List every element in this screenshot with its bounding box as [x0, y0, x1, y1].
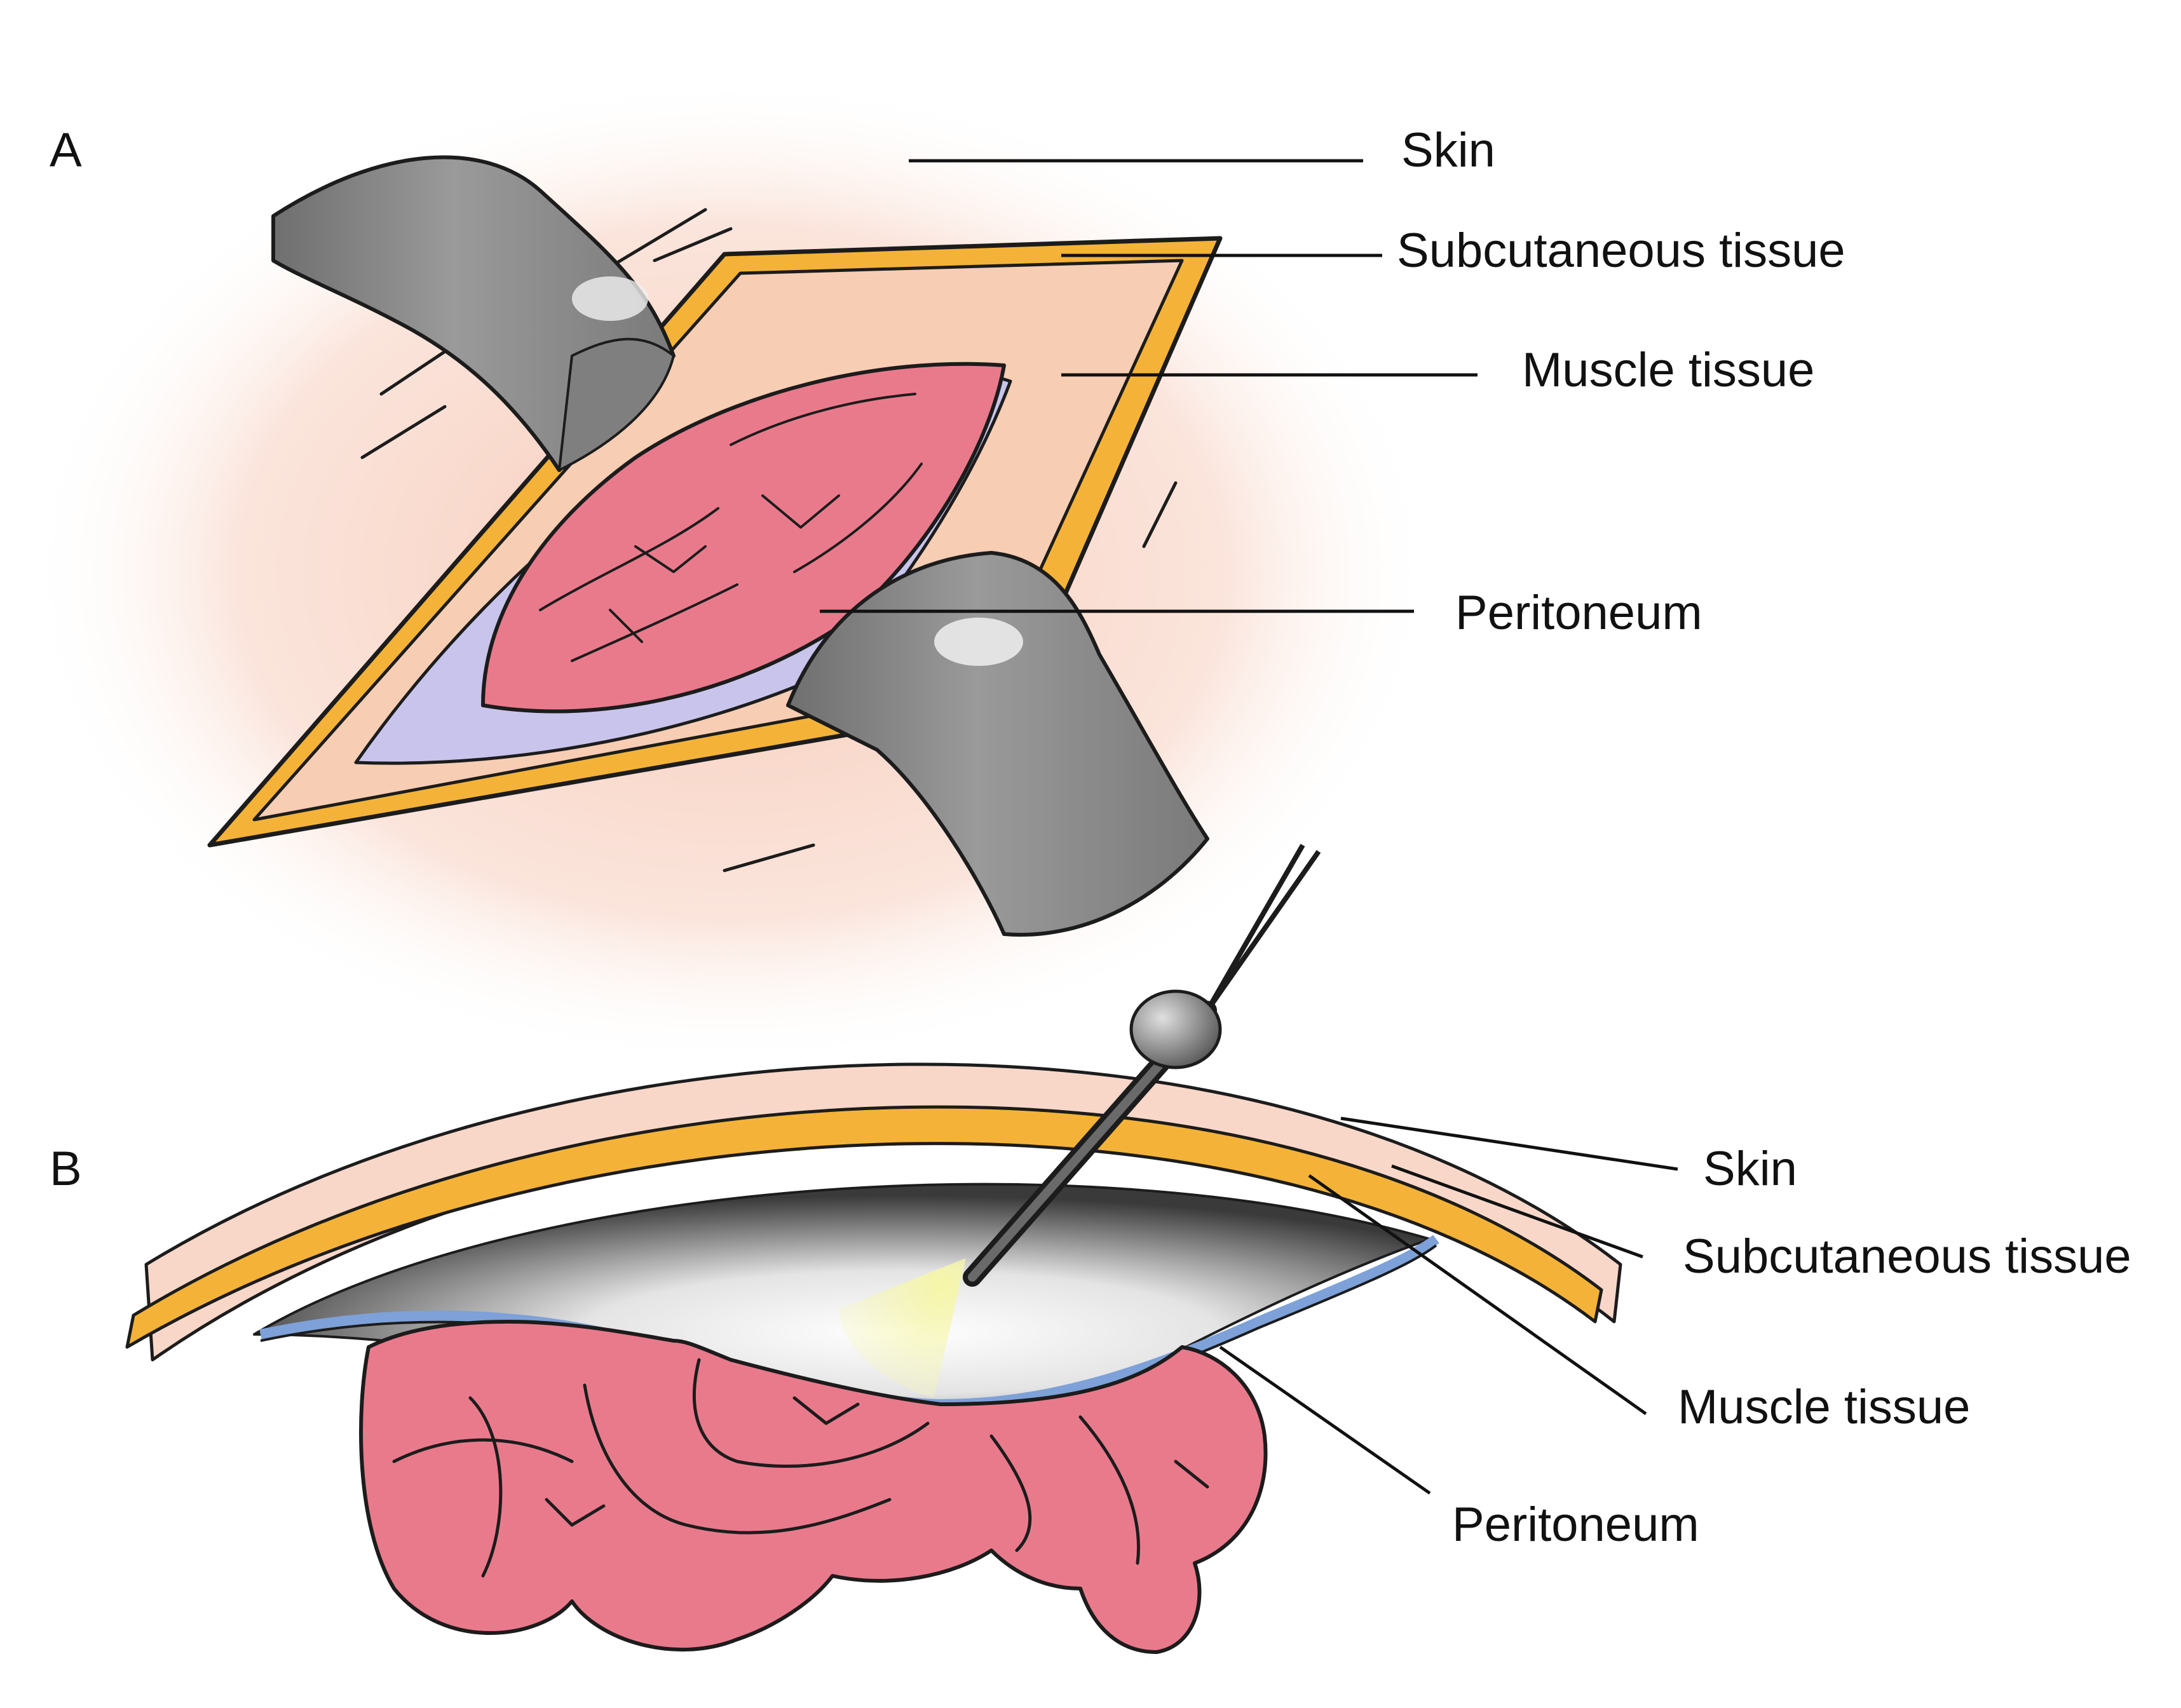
- label-a-peritoneum: Peritoneum: [1455, 586, 1702, 640]
- label-b-muscle: Muscle tissue: [1678, 1380, 1970, 1434]
- bowel-fold-2: [468, 1396, 503, 1578]
- bowel-fold-6: [1078, 1415, 1141, 1565]
- retractor-upper-highlight: [572, 276, 648, 321]
- bowel-folds-a: [539, 393, 923, 662]
- bowel-fold-9: [1174, 1460, 1209, 1489]
- endoscope: [963, 844, 1321, 1287]
- trocar-port: [1129, 989, 1222, 1069]
- bowel-fold-1: [392, 1438, 574, 1463]
- panel-b-letter: B: [50, 1142, 82, 1196]
- bowel-fold-4: [693, 1358, 930, 1468]
- bowel-loops-b: [359, 1320, 1268, 1654]
- light-cone: [839, 1258, 966, 1398]
- retractor-lower: [786, 551, 1209, 937]
- panel-a-leader-lines: [820, 159, 1478, 613]
- retractor-upper-tip: [558, 337, 675, 471]
- bowel-fold-3: [583, 1383, 892, 1535]
- panel-b-illustration: [125, 844, 1622, 1654]
- label-b-subcutaneous: Subcutaneous tissue: [1683, 1230, 2131, 1284]
- bowel-loop-a: [481, 362, 1006, 714]
- bowel-fold-5: [989, 1434, 1032, 1552]
- panel-b-leader-lines: [1219, 1116, 1678, 1495]
- panel-a-letter: A: [50, 123, 82, 177]
- label-a-muscle: Muscle tissue: [1522, 343, 1814, 397]
- label-a-skin: Skin: [1401, 123, 1495, 177]
- bowel-fold-7: [545, 1498, 606, 1527]
- label-b-skin: Skin: [1703, 1142, 1797, 1196]
- label-a-subcutaneous: Subcutaneous tissue: [1397, 224, 1845, 278]
- label-b-peritoneum: Peritoneum: [1452, 1498, 1699, 1552]
- bowel-fold-8: [792, 1396, 860, 1425]
- panel-a-illustration: [25, 76, 1436, 1068]
- leader-b-muscle: [1308, 1174, 1647, 1416]
- leader-b-skin: [1340, 1116, 1678, 1171]
- wall-subcutaneous-layer: [125, 1105, 1603, 1349]
- retractor-lower-highlight: [934, 618, 1023, 666]
- leader-b-peritoneum: [1219, 1345, 1431, 1495]
- leader-b-subcutaneous: [1391, 1164, 1643, 1259]
